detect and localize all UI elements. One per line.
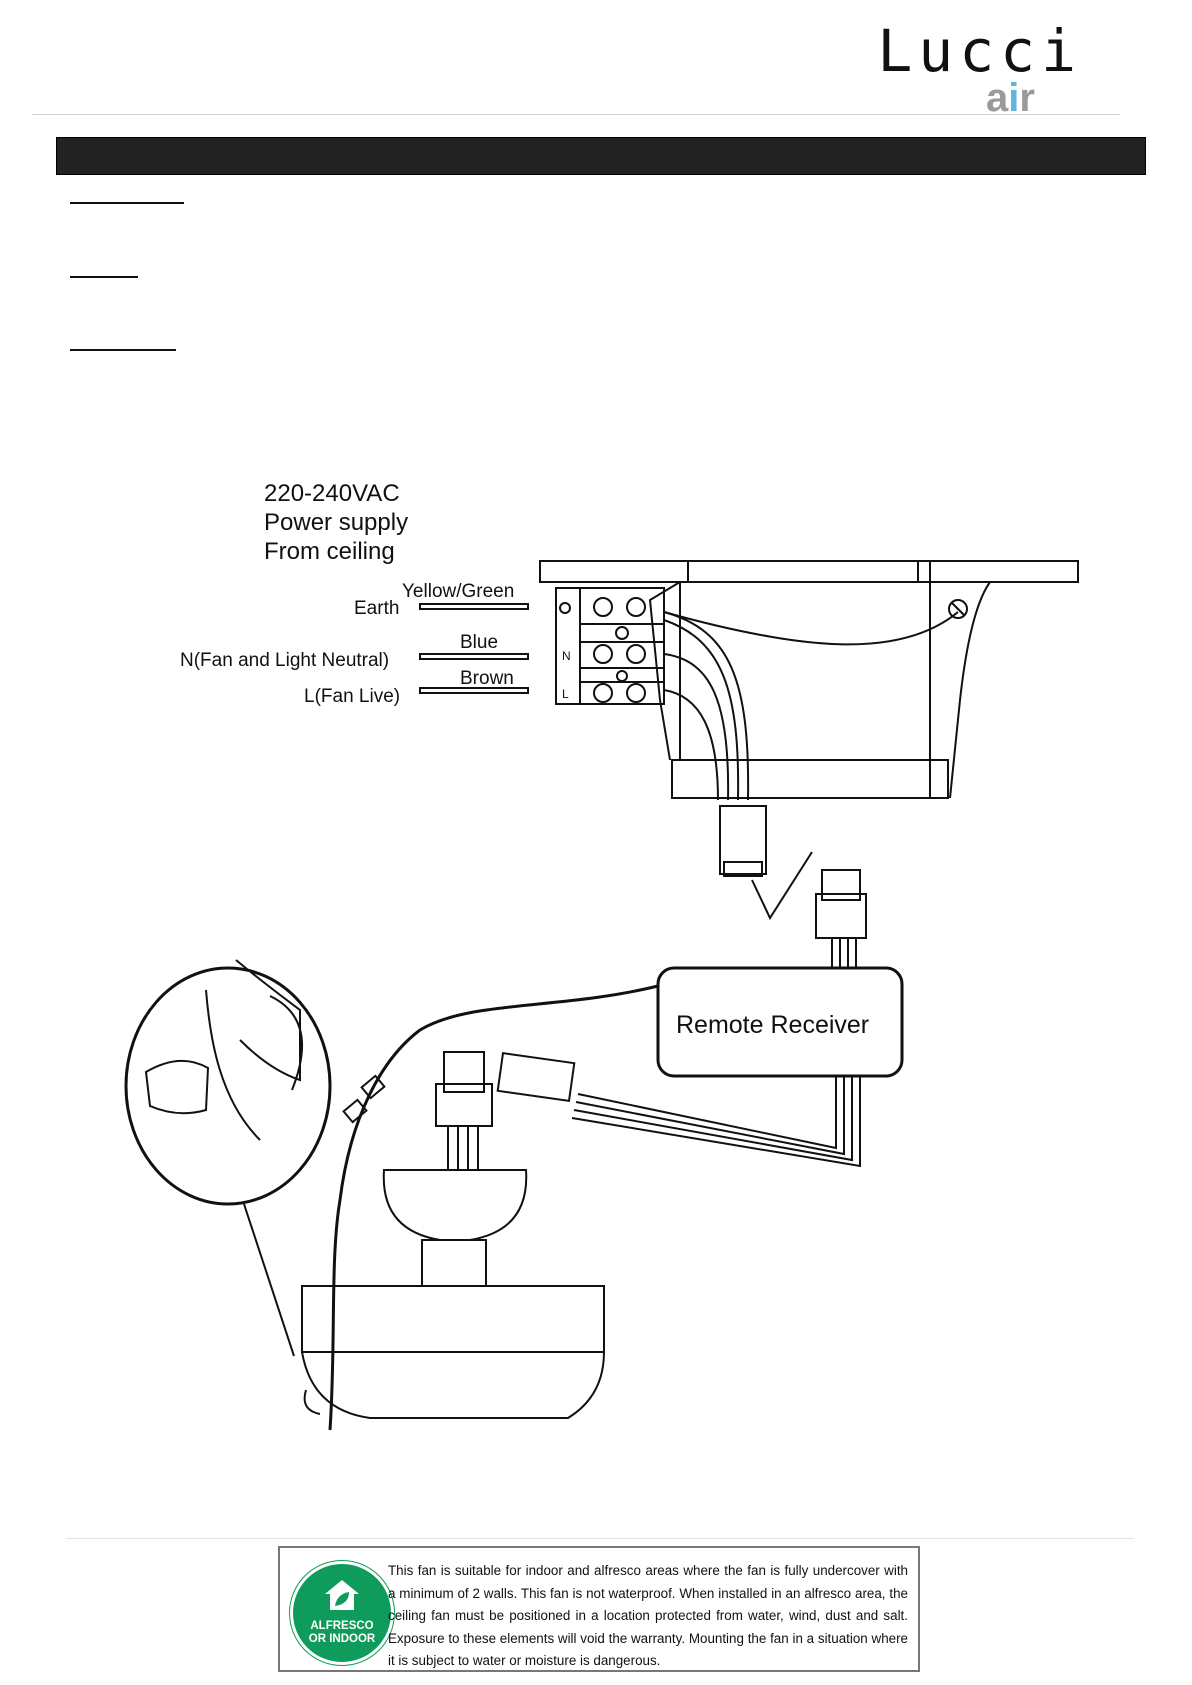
brand-sub-a: a [986, 76, 1009, 120]
remote-receiver [656, 966, 904, 1078]
neutral-color-label: Blue [460, 632, 498, 653]
antenna-connector [360, 1074, 386, 1100]
live-label: L(Fan Live) [304, 686, 400, 707]
brand-subname: air [986, 78, 1035, 118]
alfresco-notice: ALFRESCO OR INDOOR This fan is suitable … [278, 1546, 920, 1672]
terminal-n-label: N [562, 649, 571, 663]
motor-housing [301, 1285, 605, 1353]
wire-neutral [419, 653, 529, 660]
alfresco-badge: ALFRESCO OR INDOOR [290, 1561, 394, 1665]
neutral-label: N(Fan and Light Neutral) [180, 650, 389, 671]
live-color-label: Brown [460, 668, 514, 689]
fan-canopy [382, 1169, 528, 1241]
wire-live [419, 687, 529, 694]
heading-underline-1 [70, 202, 184, 204]
terminal-block [555, 587, 665, 705]
heading-underline-3 [70, 349, 176, 351]
supply-line-3: From ceiling [264, 538, 395, 565]
supply-line-1: 220-240VAC [264, 480, 400, 507]
brand-sub-r: r [1019, 76, 1035, 120]
section-title-bar [56, 137, 1146, 175]
earth-label: Earth [354, 598, 399, 619]
badge-line-1: ALFRESCO [310, 1620, 374, 1632]
earth-screw-icon [948, 599, 968, 619]
terminal-l-label: L [562, 687, 569, 701]
supply-line-2: Power supply [264, 509, 408, 536]
footer-divider [66, 1538, 1134, 1539]
wiring-diagram: 220-240VAC Power supply From ceiling Yel… [124, 480, 1079, 1431]
detail-callout [124, 966, 332, 1206]
remote-receiver-label: Remote Receiver [676, 1011, 869, 1039]
header-divider [32, 114, 1120, 115]
earth-color-label: Yellow/Green [402, 581, 514, 602]
detail-cap [144, 1059, 210, 1115]
motor-bottom [301, 1351, 605, 1419]
fan-plug [443, 1051, 485, 1093]
notice-text: This fan is suitable for indoor and alfr… [388, 1563, 908, 1669]
heading-underline-2 [70, 276, 138, 278]
ceiling-plug [719, 805, 767, 875]
down-rod [421, 1239, 487, 1287]
brand-logo: Lucci air [877, 22, 1092, 118]
brand-sub-i: i [1008, 76, 1020, 120]
house-leaf-icon [325, 1580, 359, 1610]
brand-name: Lucci [877, 17, 1082, 85]
mounting-plate [539, 560, 1079, 583]
canopy-collar [671, 759, 949, 799]
wire-earth [419, 603, 529, 610]
canopy-body [679, 582, 931, 798]
receiver-input-plug [821, 869, 861, 901]
badge-text: ALFRESCO OR INDOOR [293, 1620, 391, 1646]
receiver-output-plug [496, 1052, 576, 1102]
antenna-bulb [303, 1389, 321, 1415]
earth-symbol-icon [559, 602, 571, 614]
badge-line-2: OR INDOOR [308, 1633, 376, 1645]
